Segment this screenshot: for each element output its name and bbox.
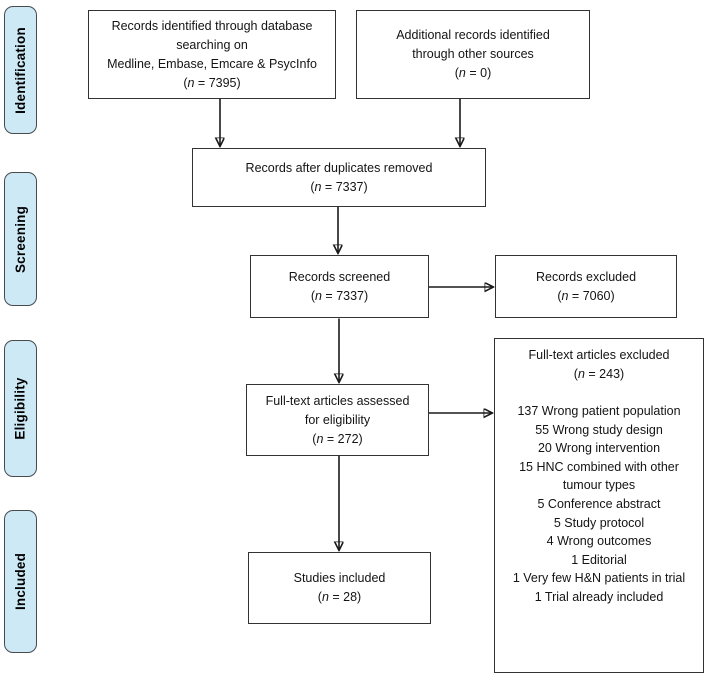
box-studies-included: Studies included (n = 28) bbox=[248, 552, 431, 624]
box-records-other-sources: Additional records identified through ot… bbox=[356, 10, 590, 99]
stage-included: Included bbox=[4, 510, 37, 653]
box-fulltext-excluded: Full-text articles excluded (n = 243) 13… bbox=[494, 338, 704, 673]
exclusion-reason: 137 Wrong patient population bbox=[517, 404, 681, 418]
exclusion-reason: 1 Very few H&N patients in trial bbox=[512, 571, 686, 586]
box-duplicates-removed: Records after duplicates removed (n = 73… bbox=[192, 148, 486, 207]
record-count: (n = 272) bbox=[312, 431, 363, 446]
stage-label: Screening bbox=[13, 205, 29, 273]
record-count: (n = 0) bbox=[454, 66, 492, 80]
stage-screening: Screening bbox=[4, 172, 37, 306]
box-text: for eligibility bbox=[304, 412, 371, 427]
box-text: through other sources bbox=[412, 47, 534, 61]
exclusion-reason: 1 Editorial bbox=[571, 552, 627, 567]
box-text: Records identified through database bbox=[111, 18, 313, 33]
stage-label: Included bbox=[13, 552, 29, 611]
box-records-screened: Records screened (n = 7337) bbox=[250, 255, 429, 318]
box-text: Records screened bbox=[288, 269, 391, 284]
box-text: Records excluded bbox=[535, 269, 637, 284]
box-records-identified-db: Records identified through database sear… bbox=[88, 10, 336, 99]
record-count: (n = 7395) bbox=[183, 75, 241, 90]
exclusion-reason-list: 137 Wrong patient population 55 Wrong st… bbox=[499, 402, 699, 607]
box-text: Medline, Embase, Emcare & PsycInfo bbox=[107, 56, 317, 71]
record-count: (n = 7060) bbox=[557, 288, 615, 303]
record-count: (n = 28) bbox=[317, 590, 362, 604]
exclusion-reason: 5 Study protocol bbox=[553, 515, 645, 530]
box-text: Full-text articles assessed bbox=[265, 393, 410, 408]
exclusion-reason: 15 HNC combined with other tumour types bbox=[519, 459, 679, 493]
exclusion-reason: 5 Conference abstract bbox=[537, 496, 661, 511]
box-title: Full-text articles excluded bbox=[528, 348, 670, 362]
stage-identification: Identification bbox=[4, 6, 37, 134]
record-count: (n = 7337) bbox=[310, 179, 368, 194]
box-records-excluded: Records excluded (n = 7060) bbox=[495, 255, 677, 318]
exclusion-reason: 55 Wrong study design bbox=[535, 422, 663, 437]
stage-label: Eligibility bbox=[13, 377, 28, 440]
box-text: Studies included bbox=[293, 571, 386, 585]
record-count: (n = 243) bbox=[573, 367, 625, 381]
box-text: Additional records identified bbox=[396, 28, 550, 42]
stage-label: Identification bbox=[13, 26, 28, 114]
box-text: Records after duplicates removed bbox=[245, 160, 433, 175]
exclusion-reason: 20 Wrong intervention bbox=[537, 441, 661, 456]
exclusion-reason: 1 Trial already included bbox=[534, 589, 664, 604]
box-text: searching on bbox=[176, 37, 248, 52]
stage-eligibility: Eligibility bbox=[4, 340, 37, 477]
exclusion-reason: 4 Wrong outcomes bbox=[546, 534, 652, 549]
record-count: (n = 7337) bbox=[310, 288, 369, 303]
box-fulltext-assessed: Full-text articles assessed for eligibil… bbox=[246, 384, 429, 456]
